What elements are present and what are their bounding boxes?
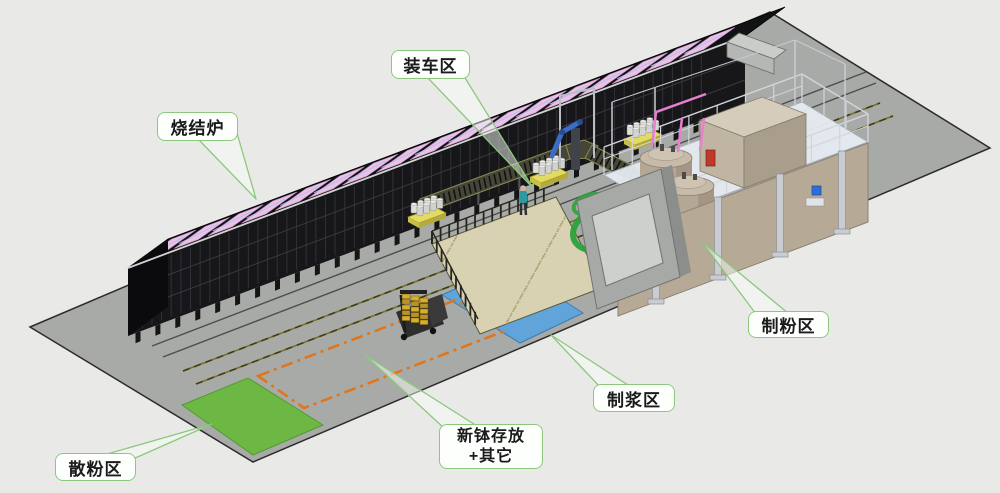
operator-figure bbox=[519, 185, 528, 216]
storage-area-outline bbox=[255, 298, 505, 410]
control-box bbox=[811, 185, 822, 196]
callout-new-sagger-storage: 新钵存放 +其它 bbox=[439, 424, 543, 469]
callout-loose-powder-area: 散粉区 bbox=[55, 453, 136, 481]
callout-loading-area: 装车区 bbox=[391, 50, 470, 79]
callout-leaders bbox=[99, 72, 790, 460]
leader-sintering-furnace bbox=[198, 132, 257, 200]
forklift bbox=[396, 290, 448, 341]
furnace-end-unit bbox=[726, 32, 787, 75]
loading-robot bbox=[549, 87, 595, 170]
sintering-furnace-model bbox=[127, 6, 786, 344]
callout-sintering-furnace: 烧结炉 bbox=[157, 112, 238, 141]
red-panel bbox=[705, 149, 716, 167]
callout-slurry-making-area: 制浆区 bbox=[593, 384, 675, 412]
mill-cabinet bbox=[698, 96, 808, 189]
callout-powder-making-area: 制粉区 bbox=[748, 311, 829, 338]
fenced-buffer-area bbox=[431, 183, 605, 335]
loose-powder-floor bbox=[180, 377, 325, 456]
leader-slurry-making-area bbox=[550, 334, 632, 388]
portal-frame bbox=[576, 165, 691, 310]
pink-piping bbox=[650, 92, 707, 153]
